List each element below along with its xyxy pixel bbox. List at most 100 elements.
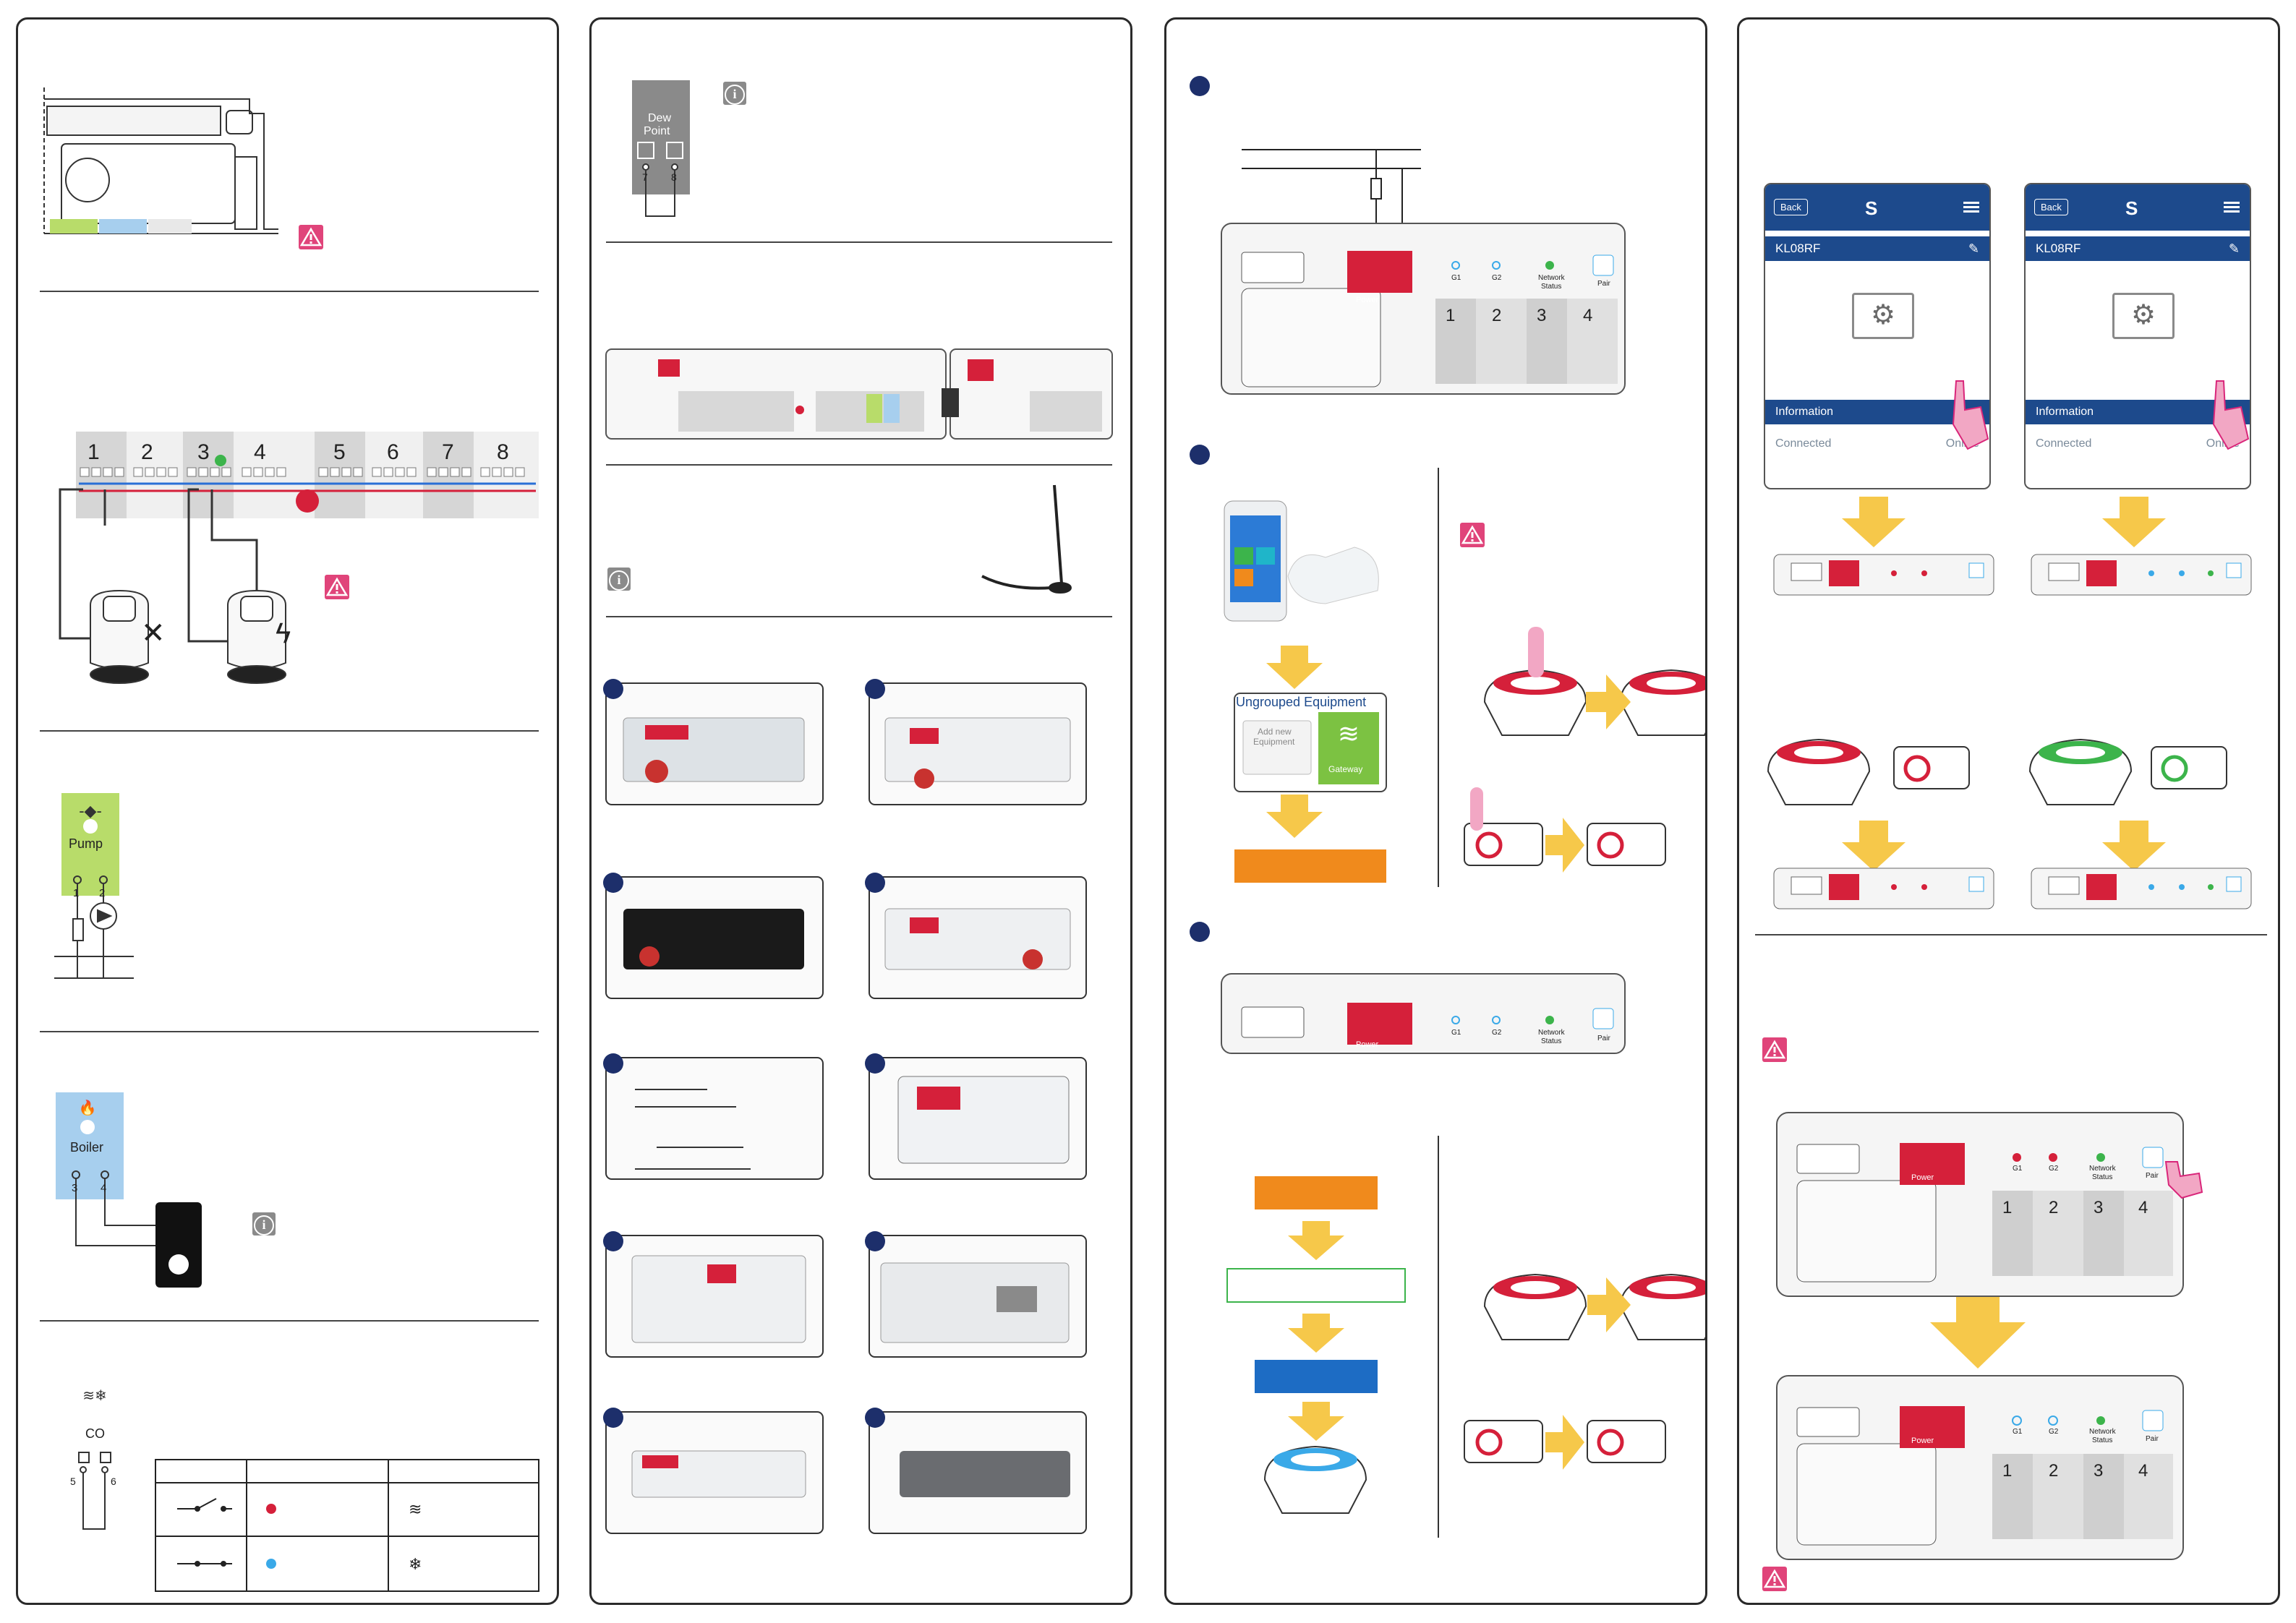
pointing-hand-icon [1470, 627, 1544, 831]
cooling-icon: ❄ [409, 1555, 422, 1573]
power-label: Power [1911, 1173, 1934, 1182]
wiring-centre-corner-sketch [43, 87, 278, 234]
add-new-equipment-tile[interactable] [1242, 720, 1312, 775]
lightning-icon: ϟ [276, 617, 291, 649]
warning-triangle [1763, 1040, 1786, 1059]
edit-icon[interactable]: ✎ [2228, 241, 2240, 256]
back-button[interactable]: Back [1774, 199, 1808, 215]
zone-label: 8 [497, 440, 509, 464]
pump-block [61, 793, 119, 896]
co-terminal [78, 1452, 111, 1530]
switch-open-icon [177, 1498, 232, 1512]
actuator-1 [90, 589, 149, 684]
settings-gear-icon[interactable]: ⚙ [1852, 293, 1914, 339]
device-name: KL08RF [2036, 241, 2081, 255]
pump-strip [50, 219, 98, 234]
power-label: Power [1911, 1436, 1934, 1445]
information-bar[interactable]: Information [2026, 400, 2250, 424]
zone-label: 1 [88, 440, 100, 464]
wiring-centre-board-top [1221, 973, 1626, 1054]
app-logo-icon: S [2125, 197, 2138, 219]
mini-board [1773, 554, 2252, 909]
antenna-icon [981, 484, 1072, 594]
phone-screen-1: Back S KL08RF ✎ ⚙ Information Connected … [1764, 183, 1991, 489]
zone-label: 4 [1583, 306, 1593, 325]
edit-icon[interactable]: ✎ [1968, 241, 1979, 256]
panel-app-pairing: Back S KL08RF ✎ ⚙ Information Connected … [1737, 17, 2280, 1605]
panel3-drawing: ≋ [1190, 76, 1705, 1538]
warning-icon [1762, 1037, 1787, 1062]
panel1-drawing: ✕ ϟ -◆- 🔥 [40, 87, 539, 1592]
heat-cool-icon: ≋❄ [82, 1388, 107, 1404]
back-button[interactable]: Back [2034, 199, 2068, 215]
phone-screen-2: Back S KL08RF ✎ ⚙ Information Connected … [2024, 183, 2251, 489]
wiring-centre-board-large-1 [1776, 1112, 2184, 1297]
zone-label: 1 [2002, 1198, 2013, 1217]
pair-label: Pair [2146, 1435, 2159, 1443]
settings-gear-icon[interactable]: ⚙ [2112, 293, 2175, 339]
g1-label: G1 [2013, 1165, 2023, 1173]
boiler-unit [155, 1202, 202, 1288]
online-status: Online [2206, 437, 2240, 450]
strip-length-diagram [635, 1089, 751, 1170]
step-3-marker [603, 873, 623, 893]
info-icon: i [723, 82, 746, 105]
gateway-label: Gateway [1328, 764, 1363, 774]
pump-label: Pump [69, 836, 103, 851]
step-6-marker [865, 1053, 885, 1074]
hamburger-menu-icon[interactable] [2224, 202, 2240, 204]
info-icon: i [252, 1212, 276, 1236]
zone-label: 2 [2049, 1198, 2059, 1217]
dew-point-terminal: 7 [642, 171, 648, 183]
dew-point-block [632, 80, 690, 194]
panel-extension-and-mounting: i i Dew Point 7 8 [589, 17, 1132, 1605]
pump-terminal: 1 [73, 887, 80, 899]
pair-label: Pair [1597, 280, 1610, 288]
zone-label: 3 [2094, 1461, 2104, 1481]
information-bar[interactable]: Information [1765, 400, 1989, 424]
dew-point-wiring [642, 163, 678, 217]
step-4-marker [865, 873, 885, 893]
step-2-marker [865, 679, 885, 699]
yellow-arrow-icon [1842, 497, 2166, 1369]
step-7-marker [603, 1231, 623, 1251]
online-status: Online [1945, 437, 1979, 450]
g2-label: G2 [1492, 1029, 1502, 1037]
warning-triangle [325, 577, 349, 596]
blue-flow-block [1255, 1360, 1378, 1393]
thermostat-button-sequence-2 [1464, 1415, 1666, 1470]
step-5-marker [603, 1053, 623, 1074]
pair-label: Pair [2146, 1172, 2159, 1180]
status-label: Status [2092, 1173, 2113, 1181]
pairing-sequence [1767, 738, 2227, 805]
zone-label: 2 [2049, 1461, 2059, 1481]
zone-label: 4 [2138, 1461, 2148, 1481]
blue-led-icon [266, 1559, 276, 1569]
step-1-marker [603, 679, 623, 699]
actuator-2 [227, 589, 286, 684]
g1-label: G1 [2013, 1428, 2023, 1436]
ungrouped-equipment-title: Ungrouped Equipment [1236, 695, 1367, 709]
app-header: Back S [2026, 184, 2250, 231]
zone-label: 6 [387, 440, 399, 464]
dew-point-terminal: 8 [671, 171, 677, 183]
device-title-bar: KL08RF ✎ [2026, 236, 2250, 261]
power-label: Power [1356, 1040, 1379, 1049]
status-label: Status [2092, 1436, 2113, 1444]
co-terminal-label: 6 [111, 1476, 116, 1487]
equipment-label: Equipment [1253, 737, 1295, 747]
zone-label: 4 [254, 440, 266, 464]
boiler-flame-icon [168, 1254, 189, 1275]
yellow-arrow-icon [1288, 1221, 1344, 1441]
pair-label: Pair [1597, 1035, 1610, 1042]
dew-point-label-1: Dew [648, 112, 672, 124]
co-mode-table [155, 1459, 539, 1592]
smartphone-with-gateway [1224, 500, 1379, 622]
zone-label: 5 [333, 440, 346, 464]
pump-symbol-icon: -◆- [79, 802, 102, 820]
connected-label: Connected [1775, 437, 1832, 450]
connected-label: Connected [2036, 437, 2092, 450]
wiring-centre-board-large-2 [1776, 1375, 2184, 1560]
hamburger-menu-icon[interactable] [1963, 202, 1979, 204]
step-8-marker [865, 1231, 885, 1251]
